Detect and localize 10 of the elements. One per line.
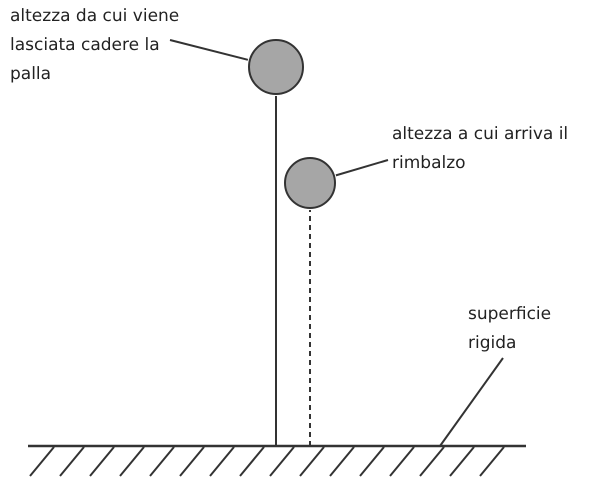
ground-surface [28,444,526,477]
leader-line [336,159,388,176]
annotation-text: superficie rigida [468,300,588,358]
ball [284,157,336,209]
annotation-text: altezza a cui arriva il rimbalzo [392,120,602,178]
trajectory-line [309,210,311,446]
annotation-text: altezza da cui viene lasciata cadere la palla [10,2,185,89]
leader-line [439,357,504,447]
leader-line [170,39,248,61]
trajectory-line [275,96,277,446]
